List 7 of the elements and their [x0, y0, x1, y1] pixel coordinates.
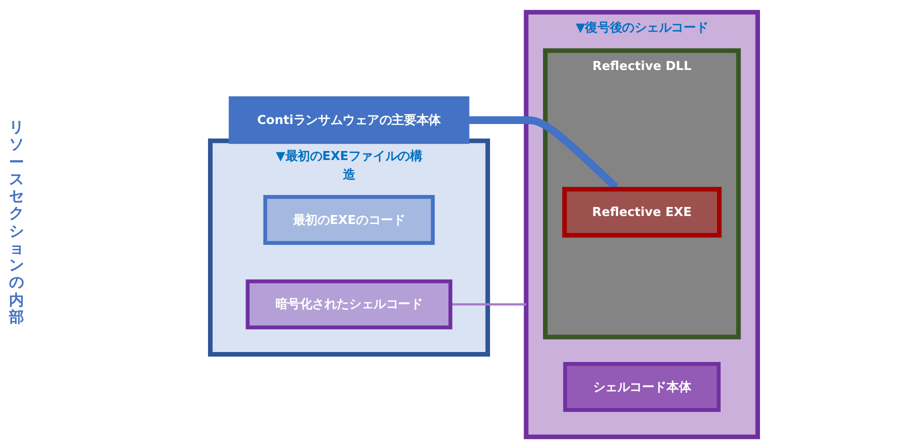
node-box: シェルコード本体: [563, 362, 721, 412]
bracket-label: リソースセクションの内部: [8, 119, 24, 326]
connector: [450, 302, 526, 306]
node-box: Reflective EXE: [562, 186, 722, 238]
node-box: 暗号化されたシェルコード: [246, 278, 452, 329]
node-box: 最初のEXEのコード: [263, 194, 435, 244]
node-box: Contiランサムウェアの主要本体: [228, 96, 470, 144]
